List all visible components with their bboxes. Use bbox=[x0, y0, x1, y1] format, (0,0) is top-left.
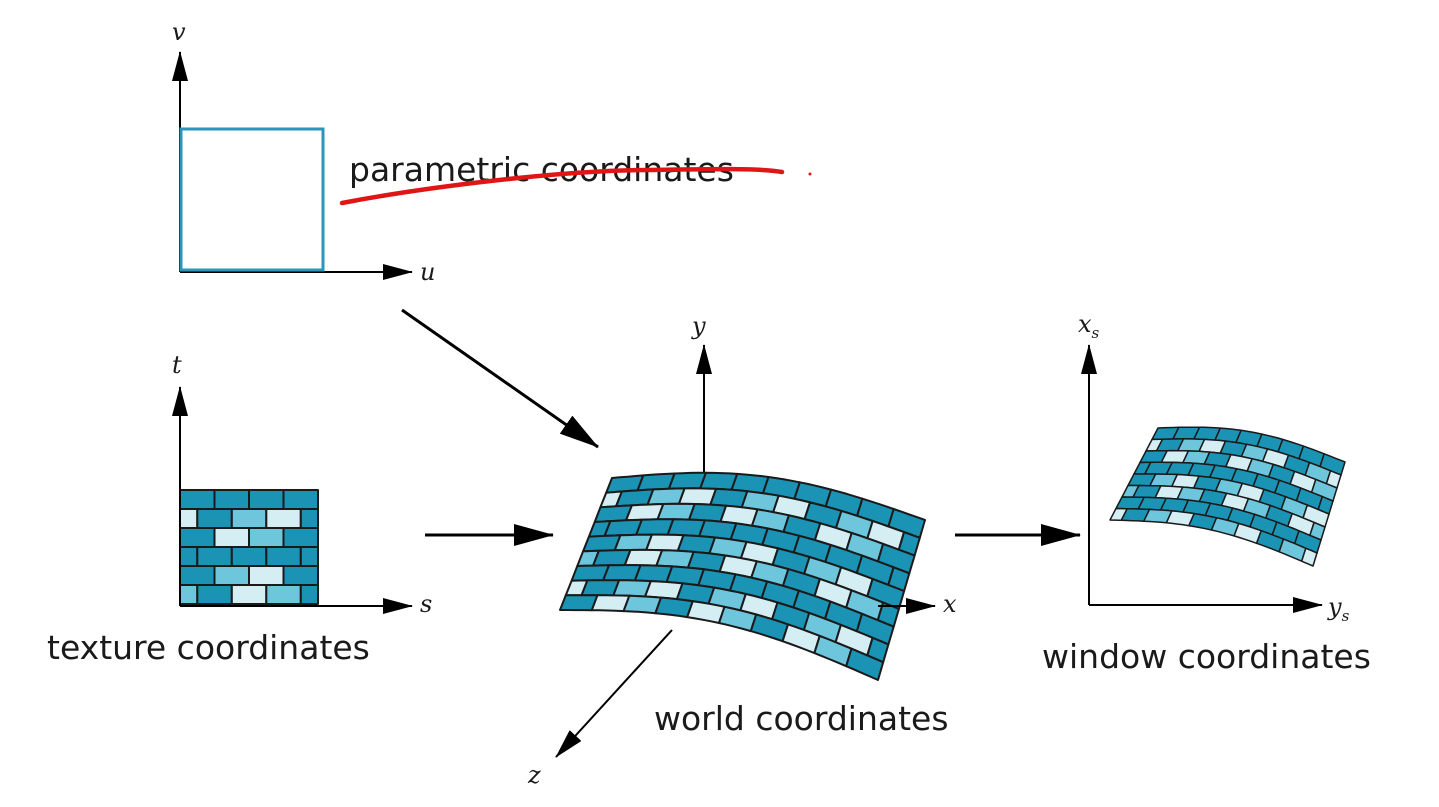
texture-brick bbox=[179, 546, 199, 567]
texture-brick bbox=[230, 508, 268, 529]
t-axis-label: t bbox=[172, 351, 182, 379]
texture-brick bbox=[299, 508, 319, 529]
texture-caption: texture coordinates bbox=[47, 628, 370, 667]
z-axis-label: z bbox=[527, 761, 541, 789]
window-caption: window coordinates bbox=[1042, 637, 1371, 676]
texture-brick bbox=[299, 546, 319, 567]
v-axis-label: v bbox=[172, 18, 186, 46]
texture-brick bbox=[265, 584, 302, 605]
world-caption: world coordinates bbox=[654, 699, 949, 738]
z-axis bbox=[555, 629, 673, 758]
world-panel: y x z world coordinates bbox=[527, 312, 957, 789]
texture-brick bbox=[265, 508, 302, 529]
texture-brick bbox=[248, 565, 285, 586]
y-axis-label: y bbox=[691, 312, 706, 340]
texture-brick bbox=[265, 546, 302, 567]
parametric-to-world-arrow bbox=[401, 308, 599, 449]
parametric-panel: v u parametric coordinates bbox=[172, 18, 812, 286]
texture-brick bbox=[196, 584, 233, 605]
s-axis-label: s bbox=[420, 590, 432, 618]
texture-brick bbox=[196, 508, 233, 529]
texture-brick bbox=[299, 584, 319, 605]
window-panel: xs ys window coordinates bbox=[1042, 310, 1371, 676]
texture-brick bbox=[230, 584, 268, 605]
texture-brick bbox=[282, 527, 319, 548]
texture-brick bbox=[282, 489, 319, 510]
texture-brick bbox=[196, 546, 233, 567]
texture-brick bbox=[213, 527, 250, 548]
texture-brick bbox=[248, 527, 285, 548]
red-dot bbox=[808, 172, 812, 176]
texture-brick bbox=[213, 489, 250, 510]
texture-brick bbox=[213, 565, 250, 586]
x-axis-label: x bbox=[943, 590, 957, 618]
window-brick bbox=[1300, 547, 1318, 567]
texture-brick bbox=[179, 527, 216, 548]
xs-axis-label: xs bbox=[1078, 310, 1100, 342]
texture-brick bbox=[248, 489, 285, 510]
texture-brick bbox=[179, 565, 216, 586]
texture-brick bbox=[179, 508, 199, 529]
world-brick-surface bbox=[559, 471, 926, 681]
texture-brick bbox=[230, 546, 268, 567]
world-brick bbox=[845, 647, 885, 681]
texture-brick bbox=[179, 489, 216, 510]
texture-brick bbox=[179, 584, 199, 605]
ys-axis-label: ys bbox=[1327, 593, 1350, 625]
u-axis-label: u bbox=[420, 258, 435, 286]
texture-brick-grid bbox=[179, 489, 319, 605]
parametric-square bbox=[179, 127, 325, 272]
window-brick-surface bbox=[1109, 426, 1346, 567]
texture-brick bbox=[282, 565, 319, 586]
red-strike-through bbox=[339, 166, 785, 206]
texture-panel: t s texture coordinates bbox=[47, 351, 432, 667]
